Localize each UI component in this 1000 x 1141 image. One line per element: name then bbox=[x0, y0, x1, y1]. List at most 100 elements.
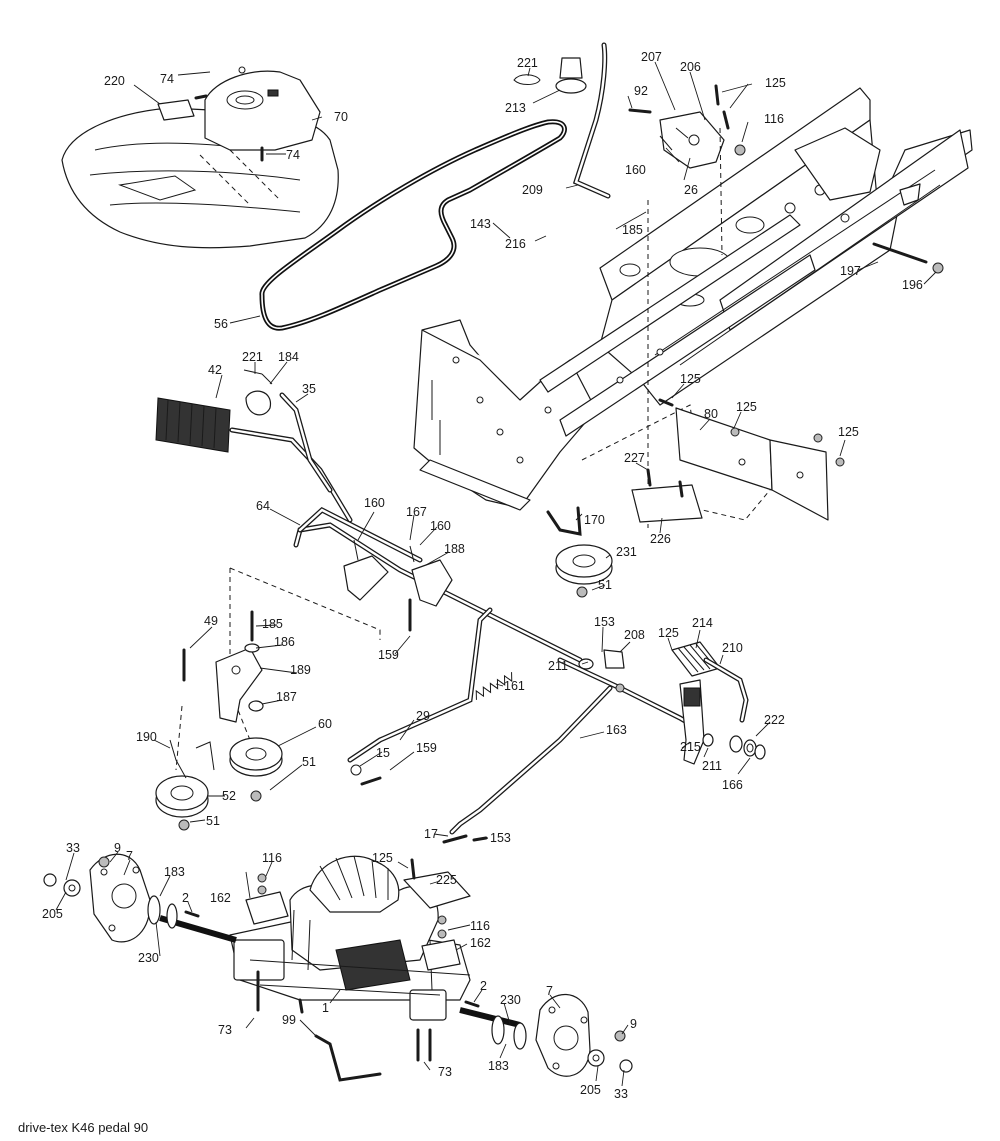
pedal-214 bbox=[671, 641, 749, 723]
label-73-right: 73 bbox=[438, 1065, 452, 1079]
screw-74-top bbox=[194, 66, 246, 100]
label-153-top: 153 bbox=[594, 615, 615, 629]
label-74-mid: 74 bbox=[286, 148, 300, 162]
axle-right bbox=[459, 1007, 521, 1028]
label-216: 216 bbox=[505, 237, 526, 251]
label-116-right: 116 bbox=[470, 919, 490, 933]
label-143: 143 bbox=[470, 217, 491, 231]
label-159-top: 159 bbox=[378, 648, 399, 662]
frame-front-plate bbox=[413, 319, 597, 511]
label-7-left: 7 bbox=[126, 849, 133, 863]
label-230-right: 230 bbox=[500, 993, 521, 1007]
label-160-top: 160 bbox=[625, 163, 646, 177]
pedal-arm-215 bbox=[679, 679, 705, 765]
pulley-60 bbox=[229, 737, 283, 802]
clip-221-top bbox=[513, 74, 541, 85]
bracket-206-207 bbox=[628, 84, 746, 169]
diagram-caption: drive-tex K46 pedal 90 bbox=[18, 1120, 148, 1135]
bracket-80 bbox=[658, 398, 845, 521]
label-226: 226 bbox=[650, 532, 671, 546]
label-161: 161 bbox=[504, 679, 525, 693]
washers-left bbox=[43, 856, 200, 929]
label-73-left: 73 bbox=[218, 1023, 232, 1037]
label-183-right: 183 bbox=[488, 1059, 509, 1073]
bracket-162-left bbox=[245, 873, 289, 925]
label-211-top: 211 bbox=[548, 659, 568, 673]
label-74-top: 74 bbox=[160, 72, 174, 86]
label-70: 70 bbox=[334, 110, 348, 124]
label-166: 166 bbox=[722, 778, 743, 792]
label-2-right: 2 bbox=[480, 979, 487, 993]
idler-arm-189 bbox=[182, 610, 264, 723]
label-9-right: 9 bbox=[630, 1017, 637, 1031]
label-184: 184 bbox=[278, 350, 299, 364]
label-211-bottom: 211 bbox=[702, 759, 722, 773]
label-187: 187 bbox=[276, 690, 297, 704]
hub-right-7 bbox=[535, 993, 591, 1077]
label-159-bottom: 159 bbox=[416, 741, 437, 755]
label-185-left: 185 bbox=[262, 617, 283, 631]
label-7-right: 7 bbox=[546, 984, 553, 998]
bracket-225 bbox=[403, 858, 471, 909]
label-15: 15 bbox=[376, 746, 390, 760]
rod-99 bbox=[314, 1034, 382, 1082]
label-125-bracket: 125 bbox=[736, 400, 757, 414]
frame-rail-left bbox=[539, 214, 816, 437]
label-162-left: 162 bbox=[210, 891, 231, 905]
label-196: 196 bbox=[902, 278, 923, 292]
label-210: 210 bbox=[722, 641, 743, 655]
washers-222-166 bbox=[702, 733, 766, 760]
label-209: 209 bbox=[522, 183, 543, 197]
label-125-frame: 125 bbox=[680, 372, 701, 386]
rod-163 bbox=[442, 685, 613, 844]
decal-220 bbox=[157, 99, 195, 121]
label-183-left: 183 bbox=[164, 865, 185, 879]
spring-190 bbox=[169, 739, 215, 779]
label-205-right: 205 bbox=[580, 1083, 601, 1097]
callout-numbers: 220 74 74 70 221 213 207 206 125 92 116 … bbox=[42, 50, 923, 1101]
label-64: 64 bbox=[256, 499, 270, 513]
label-215: 215 bbox=[680, 740, 701, 754]
label-231: 231 bbox=[616, 545, 637, 559]
label-29: 29 bbox=[416, 709, 430, 723]
label-92: 92 bbox=[634, 84, 648, 98]
label-163: 163 bbox=[606, 723, 627, 737]
label-1: 1 bbox=[322, 1001, 329, 1015]
label-51-left: 51 bbox=[206, 814, 220, 828]
label-208: 208 bbox=[624, 628, 645, 642]
drive-belt bbox=[259, 119, 567, 331]
label-225: 225 bbox=[436, 873, 457, 887]
label-51-mid: 51 bbox=[302, 755, 316, 769]
label-230-left: 230 bbox=[138, 951, 159, 965]
plate-226 bbox=[631, 468, 703, 523]
pulley-52 bbox=[155, 775, 209, 831]
hub-left-7 bbox=[89, 853, 151, 943]
label-35: 35 bbox=[302, 382, 316, 396]
label-9-left: 9 bbox=[114, 841, 121, 855]
label-227: 227 bbox=[624, 451, 645, 465]
pulley-231 bbox=[555, 544, 613, 598]
label-125-pedal: 125 bbox=[658, 626, 679, 640]
label-207: 207 bbox=[641, 50, 662, 64]
label-220: 220 bbox=[104, 74, 125, 88]
label-206: 206 bbox=[680, 60, 701, 74]
shift-knob-42 bbox=[155, 397, 231, 453]
label-49: 49 bbox=[204, 614, 218, 628]
label-33-right: 33 bbox=[614, 1087, 628, 1101]
label-52: 52 bbox=[222, 789, 236, 803]
label-185-top: 185 bbox=[622, 223, 643, 237]
label-42: 42 bbox=[208, 363, 222, 377]
dashboard-panel bbox=[204, 70, 321, 151]
leader-lines bbox=[55, 61, 937, 1087]
label-167: 167 bbox=[406, 505, 427, 519]
label-33-left: 33 bbox=[66, 841, 80, 855]
label-116-top: 116 bbox=[764, 112, 784, 126]
label-162-right: 162 bbox=[470, 936, 491, 950]
label-125-right: 125 bbox=[838, 425, 859, 439]
cross-shaft-64 bbox=[293, 506, 583, 663]
transaxle bbox=[229, 855, 471, 1062]
rod-29 bbox=[347, 607, 493, 786]
spring-161 bbox=[475, 672, 513, 700]
label-222: 222 bbox=[764, 713, 785, 727]
clip-184 bbox=[243, 369, 273, 416]
